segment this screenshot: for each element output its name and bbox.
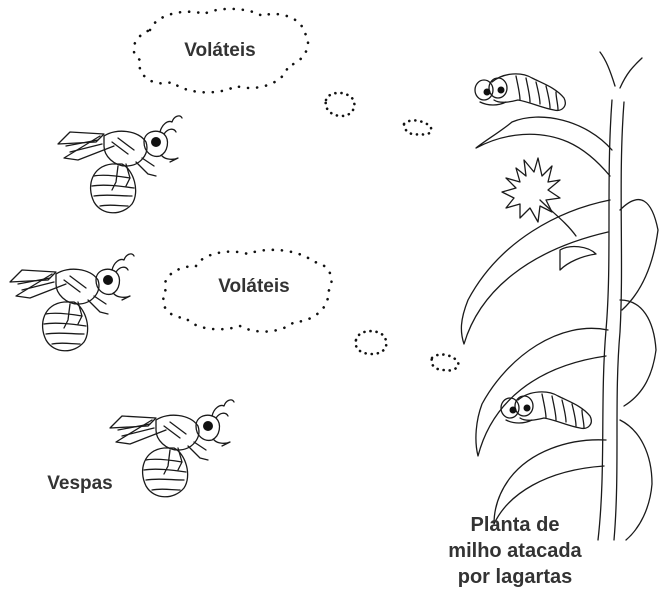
wasps-label: Vespas	[47, 473, 113, 494]
wasp-icon	[58, 116, 182, 213]
volatiles-label-top: Voláteis	[184, 40, 255, 61]
plant-label-line3: por lagartas	[458, 566, 572, 588]
corn-plant-icon	[461, 52, 658, 540]
wasp-icon	[110, 400, 234, 497]
caterpillar-icon	[501, 392, 591, 428]
volatile-cloud-icon	[163, 250, 458, 371]
plant-label-line1: Planta de	[471, 514, 560, 536]
caterpillar-icon	[475, 74, 565, 110]
volatiles-label-middle: Voláteis	[218, 276, 289, 297]
wasp-icon	[10, 254, 134, 351]
plant-label-line2: milho atacada	[448, 540, 582, 562]
